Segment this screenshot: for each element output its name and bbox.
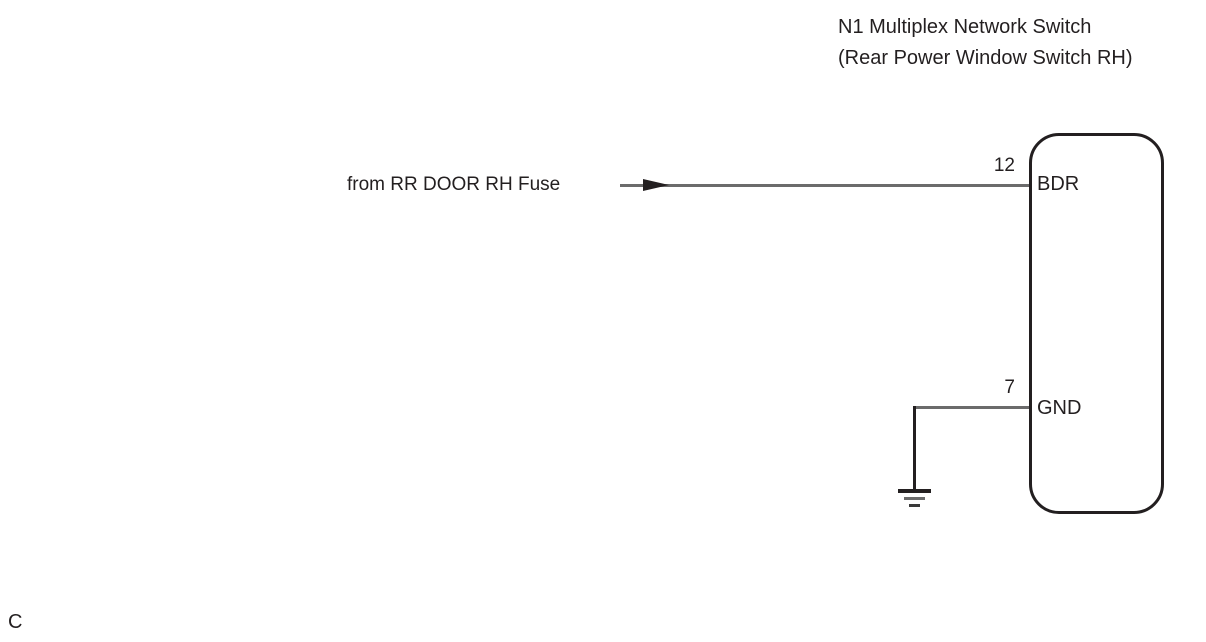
component-title-line1: N1 Multiplex Network Switch [838, 16, 1092, 38]
right-arrowhead-icon [643, 179, 669, 191]
wire-bdr [620, 184, 1029, 187]
pin-number-12: 12 [993, 155, 1015, 176]
component-title: N1 Multiplex Network Switch (Rear Power … [838, 12, 1133, 74]
pin-label-gnd: GND [1037, 397, 1082, 419]
pin-label-bdr: BDR [1037, 173, 1080, 195]
wire-gnd-vertical [913, 406, 916, 490]
source-label: from RR DOOR RH Fuse [347, 174, 561, 195]
wire-gnd-horizontal [914, 406, 1029, 409]
ground-bar-short [909, 504, 920, 507]
component-box [1029, 133, 1164, 514]
ground-bar-medium [904, 497, 925, 500]
component-title-line2: (Rear Power Window Switch RH) [838, 47, 1133, 69]
pin-number-7: 7 [1004, 377, 1015, 398]
page-marker: C [8, 611, 23, 633]
ground-bar-long [898, 489, 931, 493]
